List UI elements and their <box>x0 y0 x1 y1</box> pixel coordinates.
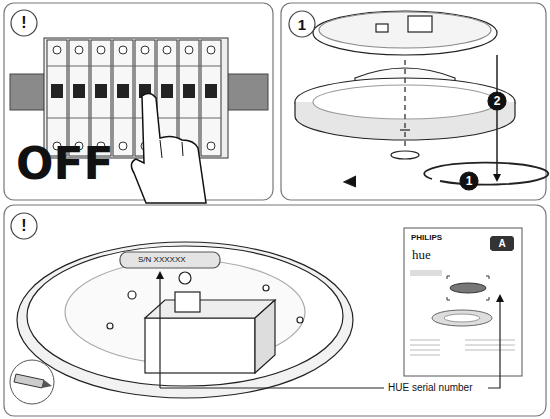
hand <box>131 93 206 203</box>
hand-line <box>160 140 183 158</box>
panel <box>281 3 546 200</box>
step-circle: 2 <box>487 91 507 111</box>
energy-badge: A <box>490 236 514 251</box>
node-text: ! <box>21 218 26 234</box>
manual-booklet <box>404 228 522 376</box>
panel <box>4 205 546 416</box>
step-circle: 1 <box>288 10 316 38</box>
serial-plate-text: S/N XXXXXX <box>138 256 186 264</box>
callout-text: HUE serial number <box>388 383 472 393</box>
step-circle: 1 <box>459 171 479 191</box>
product-text: hue <box>412 248 431 261</box>
node-text: 1 <box>298 17 306 32</box>
node-text: A <box>498 239 505 249</box>
node-text: ! <box>21 15 26 31</box>
base-plate <box>17 242 353 398</box>
leader-line <box>160 273 500 388</box>
step-circle: ! <box>10 212 38 240</box>
pencil-icon <box>10 360 54 404</box>
breaker-board <box>10 38 268 158</box>
off-text: OFF <box>16 142 114 186</box>
step-circle: ! <box>10 9 38 37</box>
node-text: 1 <box>466 175 473 187</box>
lamp-exploded <box>295 11 548 187</box>
node-text: 2 <box>494 95 501 107</box>
brand-text: PHILIPS <box>411 234 442 242</box>
